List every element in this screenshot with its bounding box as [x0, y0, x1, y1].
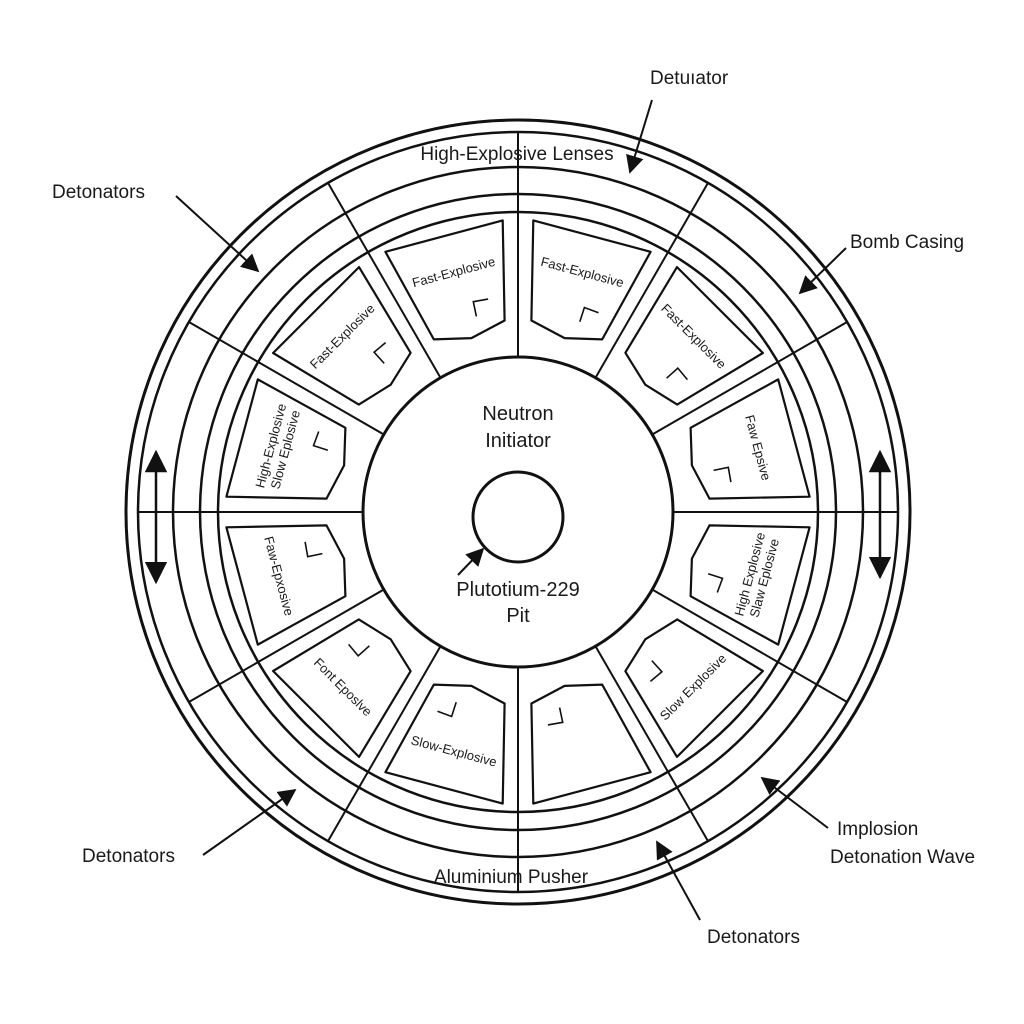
lens-tick [304, 541, 323, 558]
explosive-segment [530, 683, 652, 805]
detonators-bottom-label: Detonators [707, 927, 800, 948]
segment-label: Slow-Explosive [409, 732, 498, 769]
pit-pointer-arrow [457, 547, 485, 576]
segment-label: Font Eposlve [311, 655, 375, 719]
lens-outline [384, 683, 506, 805]
segment-label: Fast-Explosive [539, 254, 625, 291]
lens-outline [530, 683, 652, 805]
high-explosive-lenses-label: High-Explosive Lenses [420, 144, 613, 165]
lens-tick [472, 298, 489, 317]
lens-outline [272, 266, 412, 406]
detonators-bottom-left-arrow [202, 788, 297, 856]
bomb-casing-outer-ring [124, 118, 912, 906]
segment-label: Fast-Explosive [307, 301, 378, 372]
detonator-top-label: Detuıator [650, 68, 729, 89]
lens-outline [689, 524, 811, 646]
lens-outline [530, 219, 652, 341]
pit-label-line1: Plutotium-229 [456, 579, 579, 601]
detonators-left-label: Detonators [52, 182, 145, 203]
neutron-initiator-label-line2: Initiator [485, 430, 551, 452]
explosive-segment: Fast-Explosive [384, 219, 506, 341]
lens-outline [384, 219, 506, 341]
detonators-bottom-arrow [656, 840, 701, 921]
lens-tick [347, 643, 370, 658]
band-divider [327, 645, 442, 842]
lens-tick [649, 660, 664, 683]
explosive-segment: Faw-Epxosive [225, 524, 347, 646]
lens-outline [272, 618, 412, 759]
segment-label: Faw-Epxosive [261, 535, 297, 618]
detonators-left-arrow [175, 195, 260, 273]
lens-tick [579, 306, 599, 323]
band-dividers [138, 132, 898, 892]
band-divider [594, 182, 709, 379]
aluminium-pusher-label: Aluminium Pusher [434, 867, 589, 888]
band-divider [594, 645, 709, 842]
implosion-wave-arrow [760, 776, 829, 829]
lens-outline [689, 378, 811, 500]
segment-label: Fast-Explosive [411, 254, 497, 291]
lens-tick [437, 701, 457, 718]
implosion-label-line2: Detonation Wave [830, 847, 975, 868]
neutron-initiator-sphere [471, 470, 565, 564]
explosive-segment: Faw Epsive [689, 378, 811, 500]
lens-tick [312, 431, 329, 451]
core-sphere [361, 355, 675, 669]
lens-tick [372, 341, 387, 364]
explosive-segment: Fast-Explosive [530, 219, 652, 341]
segment-label: Slow Explosive [657, 651, 729, 723]
band-divider [188, 588, 385, 703]
detonator-top-arrow [626, 99, 653, 174]
band-divider [651, 588, 848, 703]
lens-outline [624, 266, 765, 406]
bomb-casing-arrow [798, 247, 847, 295]
implosion-label-line1: Implosion [837, 819, 918, 840]
lens-tick [547, 707, 564, 726]
band-divider [651, 321, 848, 436]
lens-tick [707, 573, 724, 593]
lens-outline [624, 618, 765, 759]
lens-tick [666, 366, 689, 381]
segment-label: Fast-Explosive [658, 301, 729, 372]
lens-outline [225, 378, 347, 500]
lens-tick [713, 466, 732, 483]
lens-outline [225, 524, 347, 646]
neutron-initiator-label-line1: Neutron [482, 403, 553, 425]
segment-label: Faw Epsive [742, 413, 774, 482]
explosive-segment: Slow-Explosive [384, 683, 506, 805]
band-divider [188, 321, 385, 436]
detonators-bottom-left-label: Detonators [82, 846, 175, 867]
bomb-casing-label: Bomb Casing [850, 232, 964, 253]
pit-label-line2: Pit [506, 605, 530, 627]
band-divider [327, 182, 442, 379]
pointer-arrows [144, 99, 892, 921]
